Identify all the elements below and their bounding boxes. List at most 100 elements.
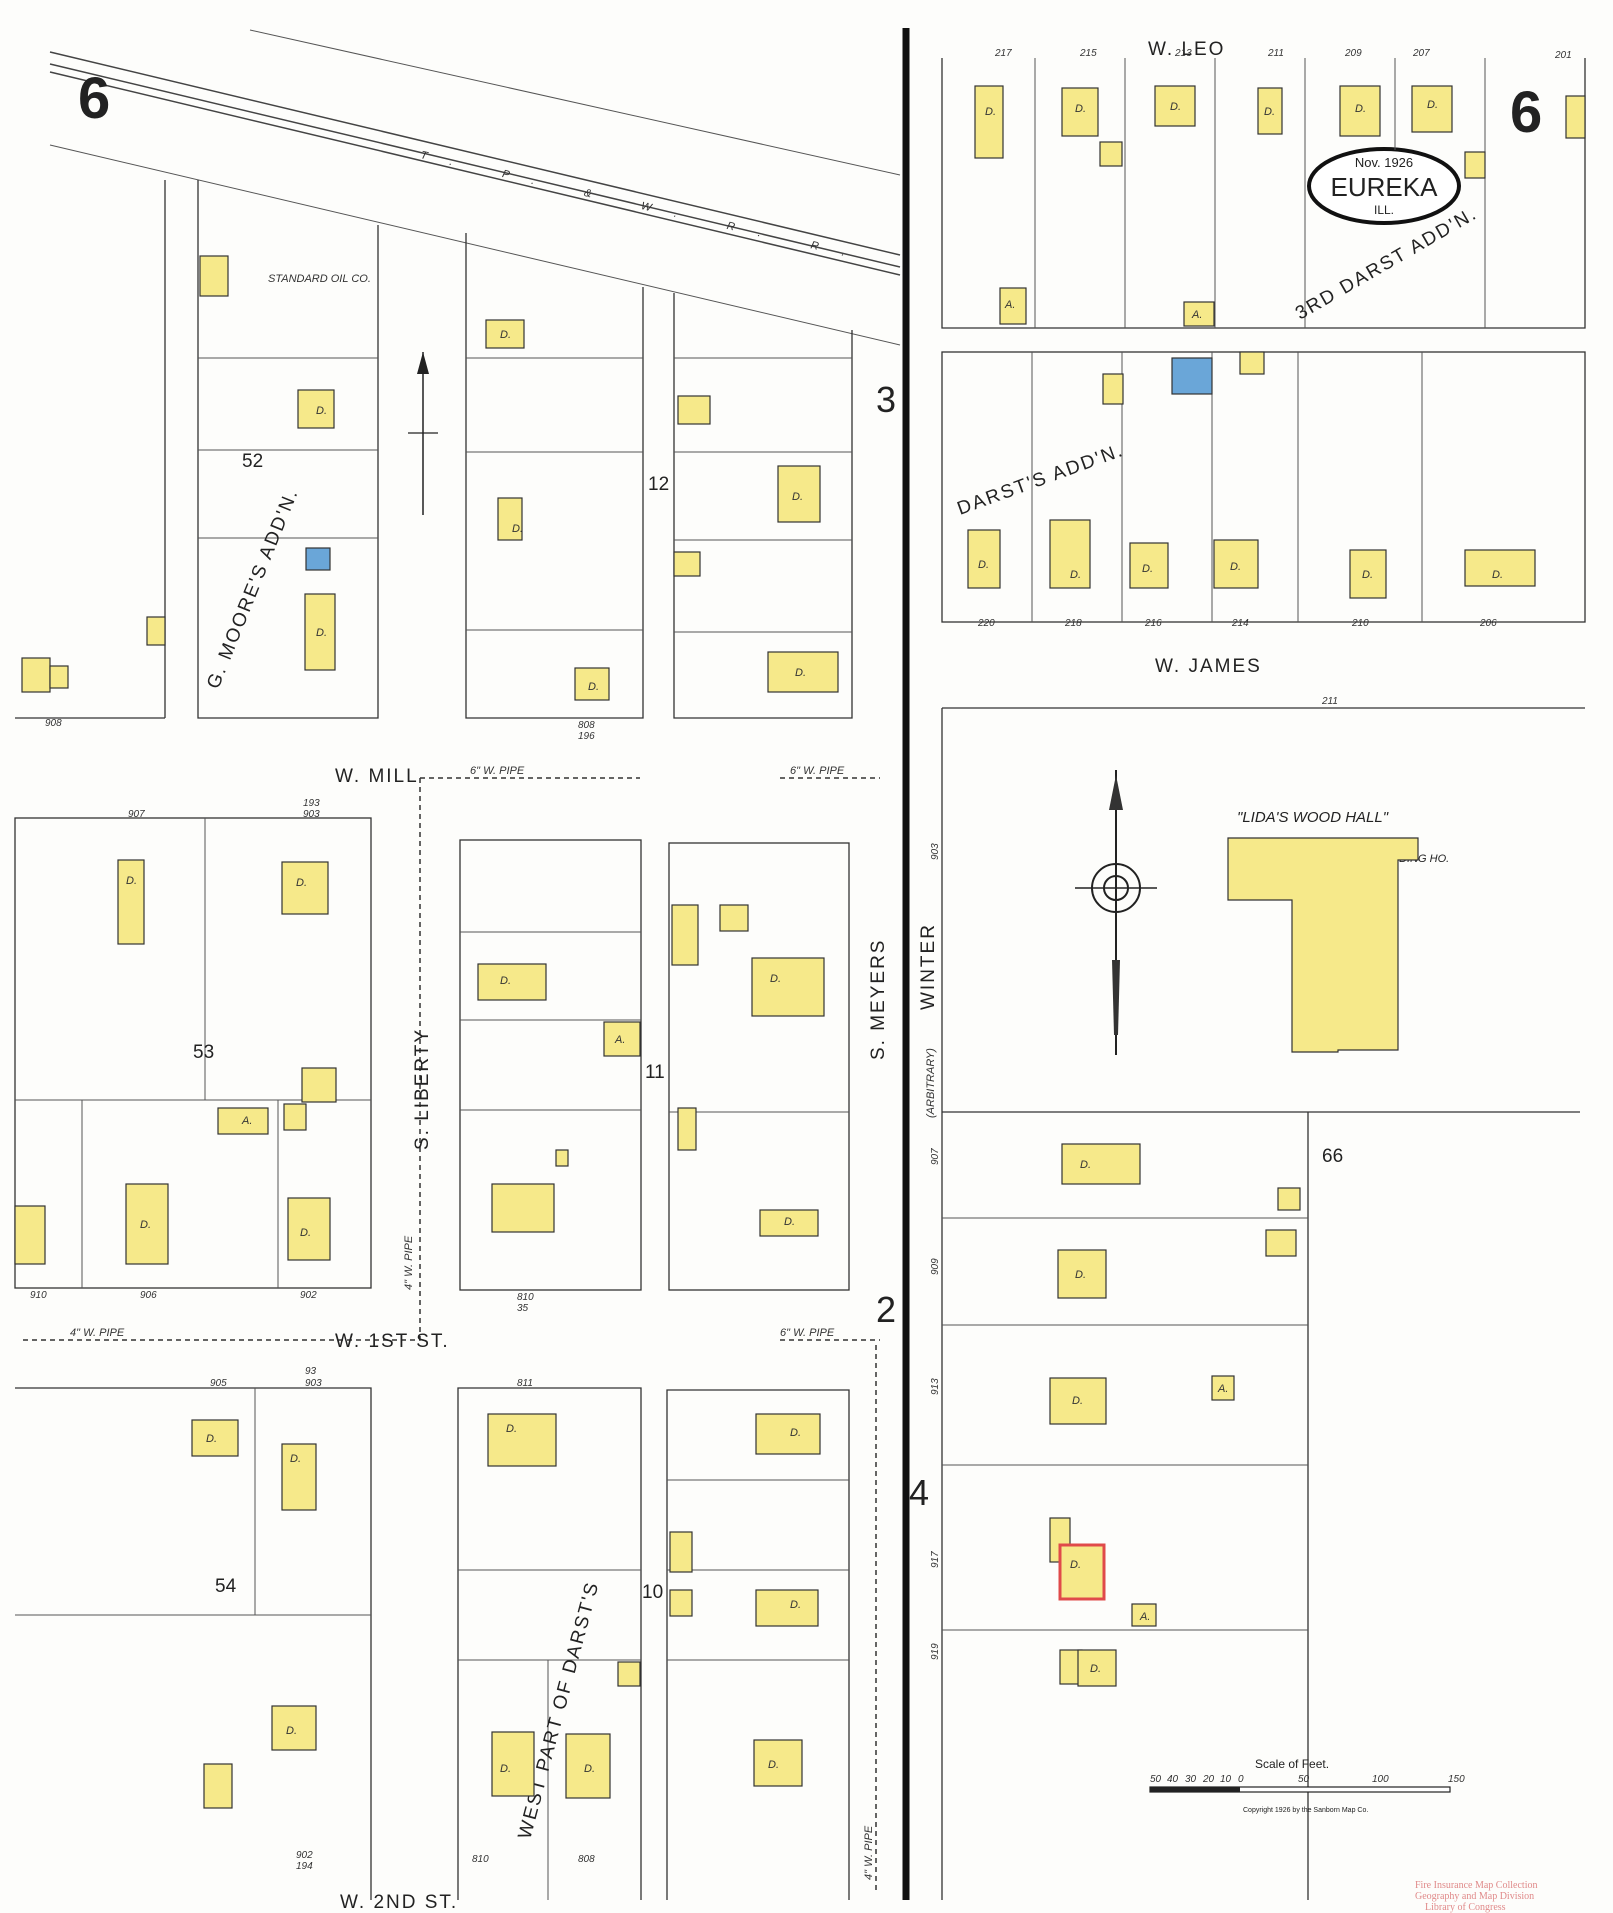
pipe-label-first: 4" W. PIPE xyxy=(70,1327,125,1339)
svg-text:0: 0 xyxy=(1238,1774,1244,1785)
svg-text:50: 50 xyxy=(1150,1774,1162,1785)
svg-text:D.: D. xyxy=(768,1759,779,1771)
svg-text:907: 907 xyxy=(930,1148,941,1165)
block-12: 12 xyxy=(648,474,669,495)
svg-text:193: 193 xyxy=(303,798,320,809)
pipe-label-mill: 6" W. PIPE xyxy=(470,765,525,777)
svg-text:D.: D. xyxy=(290,1453,301,1465)
svg-text:A.: A. xyxy=(1217,1383,1228,1395)
street-w-mill: W. MILL xyxy=(335,766,419,787)
svg-text:211: 211 xyxy=(1321,696,1338,707)
pipe-label-mill-east: 6" W. PIPE xyxy=(790,765,845,777)
svg-text:D.: D. xyxy=(1427,99,1438,111)
scale-title: Scale of Feet. xyxy=(1255,1757,1329,1771)
svg-text:Library of Congress: Library of Congress xyxy=(1425,1902,1506,1913)
street-w-james: W. JAMES xyxy=(1155,656,1262,677)
svg-text:902: 902 xyxy=(300,1290,317,1301)
svg-text:D.: D. xyxy=(296,877,307,889)
svg-text:10: 10 xyxy=(1220,1774,1232,1785)
svg-text:218: 218 xyxy=(1064,618,1082,629)
svg-text:905: 905 xyxy=(210,1378,227,1389)
index-2: 2 xyxy=(876,1289,896,1330)
svg-text:D.: D. xyxy=(512,523,523,535)
north-arrow xyxy=(408,352,438,515)
svg-text:93: 93 xyxy=(305,1366,317,1377)
svg-text:220: 220 xyxy=(977,618,995,629)
svg-text:100: 100 xyxy=(1372,1774,1389,1785)
street-winter: WINTER xyxy=(918,923,939,1010)
street-s-meyers: S. MEYERS xyxy=(868,939,889,1060)
block-52: 52 xyxy=(242,451,263,472)
svg-text:150: 150 xyxy=(1448,1774,1465,1785)
svg-text:213: 213 xyxy=(1174,48,1192,59)
cartouche-town: EUREKA xyxy=(1331,172,1439,202)
addresses: 217 215 213 211 209 207 201 220 218 216 … xyxy=(30,48,1572,1872)
svg-text:214: 214 xyxy=(1231,618,1249,629)
svg-text:D.: D. xyxy=(300,1227,311,1239)
index-3: 3 xyxy=(876,379,896,420)
street-s-liberty: S. LIBERTY xyxy=(412,1028,433,1150)
svg-text:D.: D. xyxy=(985,106,996,118)
svg-text:917: 917 xyxy=(930,1551,941,1568)
svg-text:217: 217 xyxy=(994,48,1012,59)
svg-text:D.: D. xyxy=(126,875,137,887)
street-winter-note: (ARBITRARY) xyxy=(925,1048,937,1118)
svg-text:201: 201 xyxy=(1554,50,1572,61)
svg-text:D.: D. xyxy=(1070,569,1081,581)
svg-text:196: 196 xyxy=(578,731,595,742)
railroad: T. P. & W. R. R. xyxy=(49,29,901,346)
svg-text:811: 811 xyxy=(517,1378,533,1389)
svg-text:903: 903 xyxy=(305,1378,322,1389)
svg-text:209: 209 xyxy=(1344,48,1362,59)
svg-text:D.: D. xyxy=(792,491,803,503)
svg-text:D.: D. xyxy=(1080,1159,1091,1171)
svg-text:808: 808 xyxy=(578,1854,595,1865)
scale-bar: Scale of Feet. 50 40 30 20 10 0 50 100 1… xyxy=(1149,1757,1465,1814)
pipe-label-first-east: 6" W. PIPE xyxy=(780,1327,835,1339)
street-labels: W. LEO W. JAMES W. MILL W. 1ST ST. W. 2N… xyxy=(203,39,1481,1913)
svg-text:D.: D. xyxy=(206,1433,217,1445)
block-10: 10 xyxy=(642,1582,663,1603)
building-labels: D. D. D. D. D. D. A. A. D. D. D. D. D. D… xyxy=(126,99,1503,1775)
water-pipes: 6" W. PIPE 6" W. PIPE 4" W. PIPE 6" W. P… xyxy=(20,765,880,1890)
svg-text:D.: D. xyxy=(1070,1559,1081,1571)
svg-text:D.: D. xyxy=(784,1216,795,1228)
svg-text:A.: A. xyxy=(1191,309,1202,321)
svg-text:50: 50 xyxy=(1298,1774,1310,1785)
street-w-second: W. 2ND ST. xyxy=(340,1892,458,1913)
loc-stamp: Fire Insurance Map Collection Geography … xyxy=(1415,1880,1537,1913)
svg-text:Fire Insurance Map Collection: Fire Insurance Map Collection xyxy=(1415,1880,1537,1891)
svg-text:D.: D. xyxy=(1230,561,1241,573)
copyright: Copyright 1926 by the Sanborn Map Co. xyxy=(1243,1807,1368,1814)
pipe-label-liberty: 4" W. PIPE xyxy=(403,1235,415,1290)
svg-text:A.: A. xyxy=(241,1115,252,1127)
svg-text:909: 909 xyxy=(930,1258,941,1275)
svg-text:216: 216 xyxy=(1144,618,1162,629)
svg-text:30: 30 xyxy=(1185,1774,1197,1785)
svg-text:D.: D. xyxy=(500,1763,511,1775)
svg-text:A.: A. xyxy=(614,1034,625,1046)
block-11: 11 xyxy=(645,1062,665,1083)
svg-text:913: 913 xyxy=(930,1378,941,1395)
svg-text:D.: D. xyxy=(1355,103,1366,115)
pipe-label-meyers: 4" W. PIPE xyxy=(863,1825,875,1880)
svg-text:D.: D. xyxy=(1072,1395,1083,1407)
svg-text:907: 907 xyxy=(128,809,145,820)
svg-text:D.: D. xyxy=(1492,569,1503,581)
svg-text:20: 20 xyxy=(1202,1774,1215,1785)
addition-moores: G. MOORE'S ADD'N. xyxy=(203,485,303,692)
svg-text:D.: D. xyxy=(1264,106,1275,118)
svg-text:206: 206 xyxy=(1479,618,1497,629)
svg-text:194: 194 xyxy=(296,1861,313,1872)
block-54: 54 xyxy=(215,1576,237,1597)
svg-text:D.: D. xyxy=(795,667,806,679)
compass-rose xyxy=(1075,770,1157,1055)
svg-text:A.: A. xyxy=(1004,299,1015,311)
svg-text:D.: D. xyxy=(770,973,781,985)
svg-text:D.: D. xyxy=(790,1599,801,1611)
svg-text:908: 908 xyxy=(45,718,62,729)
svg-text:D.: D. xyxy=(978,559,989,571)
index-4: 4 xyxy=(909,1472,929,1513)
svg-text:D.: D. xyxy=(286,1725,297,1737)
